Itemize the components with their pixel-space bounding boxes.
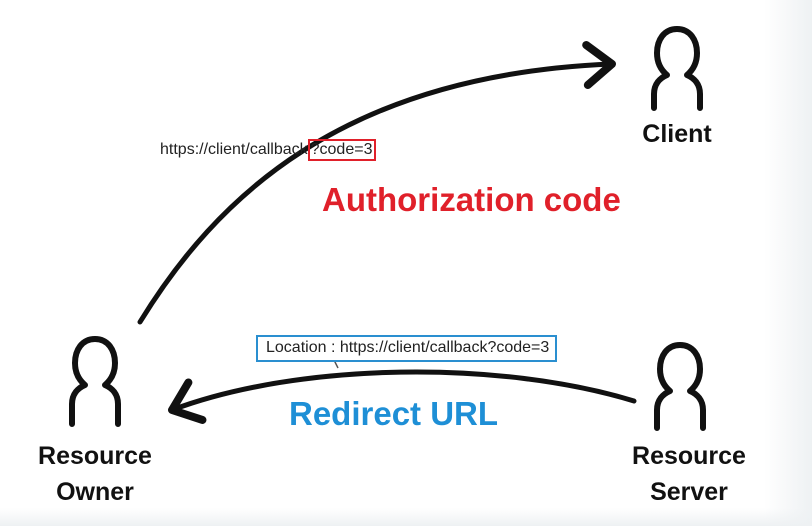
- redirect-arrow: [168, 369, 637, 424]
- authorization-code-caption: Authorization code: [322, 181, 621, 218]
- callback-url: https://client/callback?code=3: [160, 139, 377, 161]
- resource-owner-person-icon: [69, 336, 121, 427]
- resource-server-person-icon: [654, 342, 706, 431]
- bottom-edge-shade: [0, 508, 812, 526]
- resource-owner-label: Resource Owner: [38, 442, 152, 506]
- redirect-url-caption: Redirect URL: [289, 395, 499, 432]
- callback-url-prefix: https://client/callback: [160, 141, 308, 158]
- authorization-arrow: [137, 41, 616, 325]
- resource-server-label: Resource Server: [632, 442, 746, 506]
- location-header-box: Location : https://client/callback?code=…: [256, 335, 558, 362]
- client-person-icon: [651, 26, 703, 111]
- right-edge-shade: [764, 0, 812, 526]
- client-label: Client: [642, 120, 712, 148]
- code-highlight-box: ?code=3: [307, 139, 377, 161]
